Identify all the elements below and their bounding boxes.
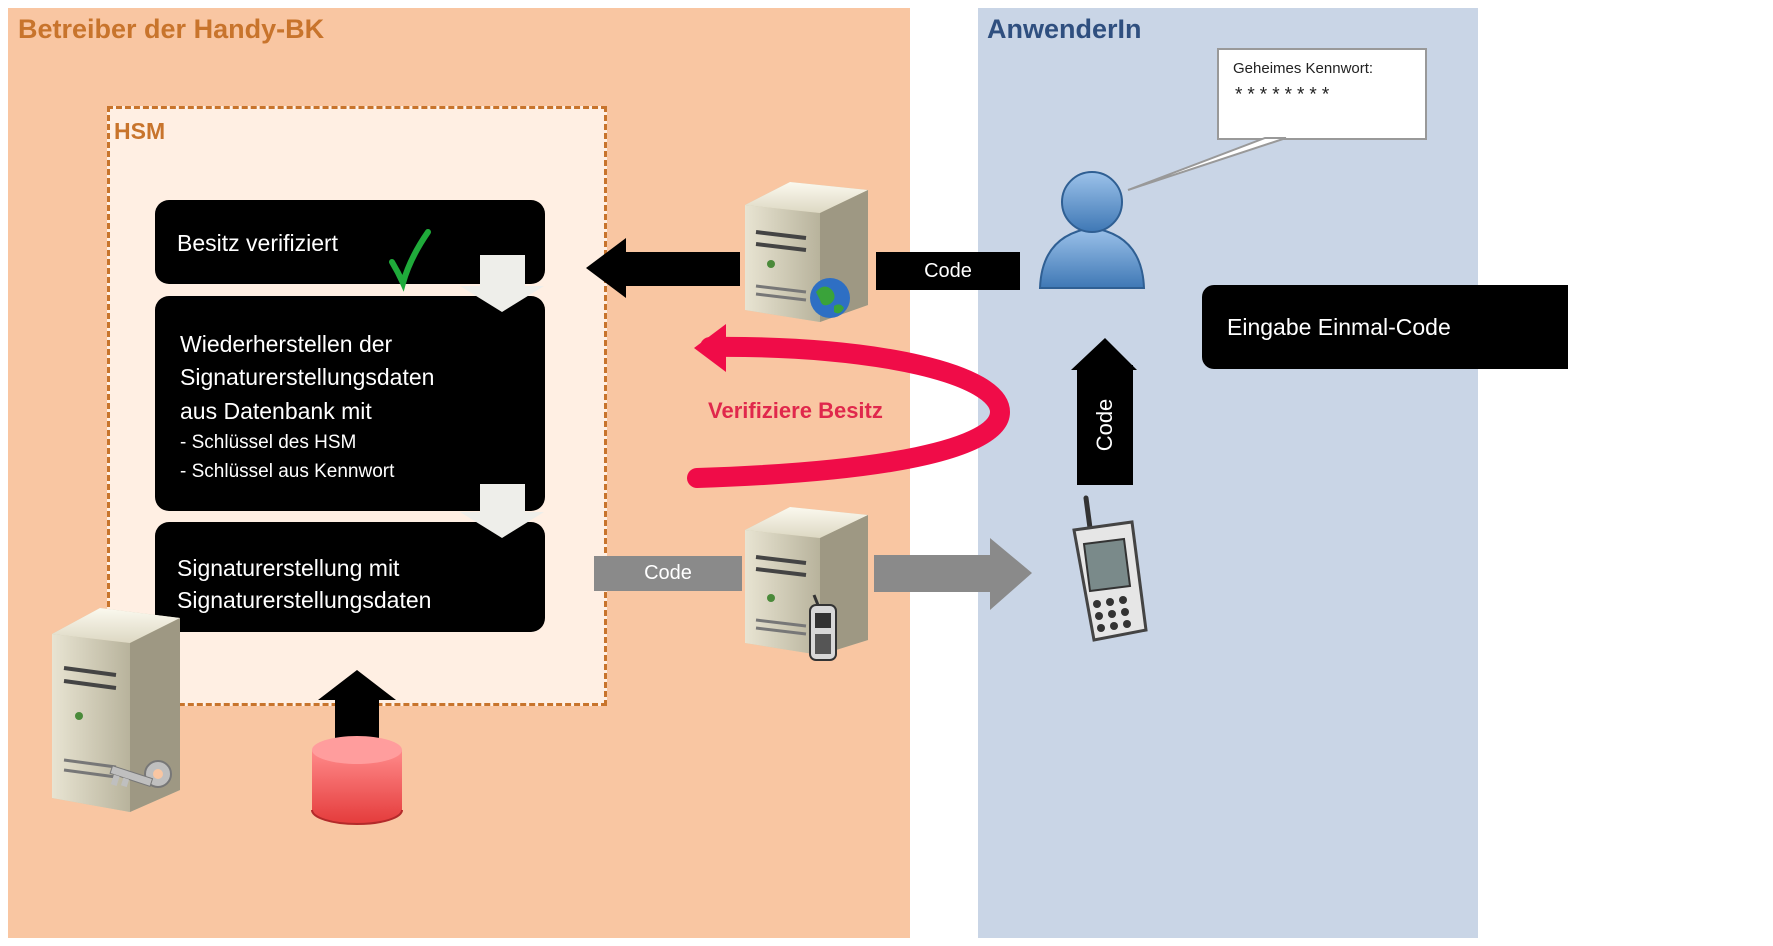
checkmark-icon [389, 229, 431, 292]
arrow-db-to-hsm [318, 670, 396, 748]
user-panel [978, 8, 1478, 938]
verify-arrow-head [694, 324, 726, 372]
verify-loop-arrow [687, 336, 1011, 488]
step-signature-creation: Signaturerstellung mit Signaturerstellun… [155, 522, 545, 632]
sms-server-icon [745, 507, 868, 661]
step-restore-signature-data: Wiederherstellen der Signaturerstellungs… [155, 296, 545, 511]
step-signature-line: Signaturerstellungsdaten [177, 587, 432, 614]
step-restore-line: Signaturerstellungsdaten [180, 364, 435, 391]
step-restore-subitem: - Schlüssel des HSM [180, 432, 357, 454]
enter-one-time-code-label: Eingabe Einmal-Code [1202, 285, 1568, 369]
web-server-icon [745, 182, 868, 322]
arrow-sms-to-phone [874, 538, 1032, 610]
key-icon [109, 760, 172, 788]
speech-bubble-tail [1127, 137, 1287, 191]
arrow-to-hsm [586, 238, 740, 298]
operator-title: Betreiber der Handy-BK [18, 14, 325, 44]
password-speech-bubble: Geheimes Kennwort: ******** [1217, 48, 1427, 140]
step-possession-verified-text: Besitz verifiziert [177, 230, 339, 256]
password-bubble-value: ******** [1233, 85, 1333, 107]
code-label-sms: Code [594, 556, 742, 591]
code-label-phone: Code [1077, 365, 1133, 485]
arrow-step1-to-step2 [460, 255, 544, 312]
hsm-label: HSM [114, 118, 166, 144]
password-bubble-title: Geheimes Kennwort: [1233, 60, 1374, 77]
step-restore-subitem: - Schlüssel aus Kennwort [180, 461, 395, 483]
verify-possession-label: Verifiziere Besitz [708, 398, 883, 423]
hsm-server-icon [52, 608, 180, 812]
step-restore-line: Wiederherstellen der [180, 331, 393, 357]
step-possession-verified: Besitz verifiziert [155, 200, 545, 284]
database-icon [311, 736, 403, 825]
code-label-web: Code [876, 252, 1020, 290]
arrow-phone-to-user [1071, 338, 1137, 370]
step-signature-line: Signaturerstellung mit [177, 555, 400, 581]
user-icon [1038, 171, 1146, 289]
mobile-phone-icon [1072, 495, 1148, 642]
arrow-step2-to-step3 [460, 484, 544, 538]
step-restore-line: aus Datenbank mit [180, 397, 372, 424]
user-title: AnwenderIn [987, 14, 1142, 44]
